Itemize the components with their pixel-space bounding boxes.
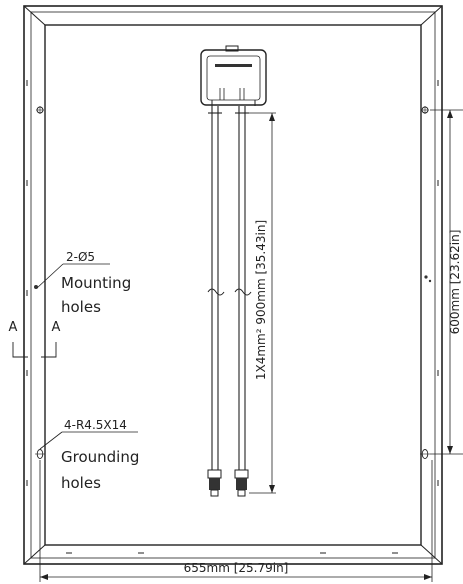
mounting-line2: holes — [61, 298, 101, 316]
cable-connector-left — [207, 469, 222, 497]
mounting-callout: 2-Ø5 Mounting holes — [36, 250, 131, 316]
panel-frame — [23, 5, 443, 565]
mounting-holes — [34, 106, 432, 289]
section-marks: A A — [9, 320, 61, 358]
mounting-hole-right — [421, 106, 429, 114]
width-dimension: 655mm [25.79in] — [39, 460, 433, 582]
cable-connector-right — [234, 469, 249, 497]
junction-box — [200, 45, 267, 106]
height-dimension: 600mm [23.62in] — [430, 109, 463, 455]
section-mark-left: A — [9, 320, 18, 335]
grounding-callout: 4-R4.5X14 Grounding holes — [39, 418, 139, 492]
mounting-hole-side-left — [34, 285, 38, 289]
mounting-line1: Mounting — [61, 274, 131, 292]
grounding-holes — [35, 449, 430, 459]
frame-mid — [30, 11, 436, 559]
mounting-hole-left — [36, 106, 44, 114]
mounting-spec: 2-Ø5 — [66, 250, 95, 264]
frame-inner — [44, 24, 422, 546]
width-dimension-label: 655mm [25.79in] — [184, 561, 289, 575]
grounding-hole-right — [420, 449, 430, 459]
cable-length-dimension: 1X4mm² 900mm [35.43in] — [249, 112, 276, 494]
grounding-hole-left — [35, 449, 45, 459]
grounding-spec: 4-R4.5X14 — [64, 418, 127, 432]
grounding-line2: holes — [61, 474, 101, 492]
section-mark-right: A — [52, 320, 61, 335]
frame-outer — [23, 5, 443, 565]
height-dimension-label: 600mm [23.62in] — [448, 230, 462, 335]
cable-label: 1X4mm² 900mm [35.43in] — [254, 220, 268, 380]
cables — [207, 106, 252, 497]
grounding-line1: Grounding — [61, 448, 139, 466]
mounting-hole-side-right — [424, 275, 428, 279]
